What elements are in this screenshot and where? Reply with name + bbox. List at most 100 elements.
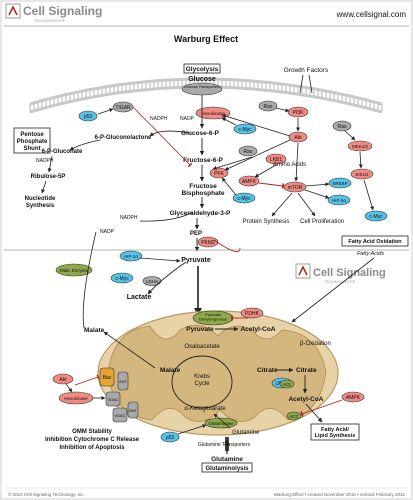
node-acl[interactable]: ACL bbox=[279, 379, 295, 389]
glutamine-transporters-label: Glutamine Transporters bbox=[198, 442, 251, 448]
mito-malate-label: Malate bbox=[160, 367, 181, 374]
svg-text:PI3K: PI3K bbox=[293, 110, 305, 116]
svg-text:SREBP: SREBP bbox=[332, 181, 347, 186]
node-hexokinase-lower[interactable]: Hexokinase bbox=[58, 391, 94, 405]
node-pdhk[interactable]: PDHK bbox=[240, 307, 264, 319]
arrow-akt-pfk bbox=[224, 139, 291, 171]
inhibit-akt-bax bbox=[74, 374, 100, 386]
node-akt-lower[interactable]: Akt bbox=[52, 373, 74, 385]
node-srebp[interactable]: SREBP bbox=[328, 177, 352, 189]
arrow-akt-mtor bbox=[294, 142, 299, 182]
node-mek[interactable]: MEK1/2 bbox=[347, 140, 373, 152]
node-cmyc-2[interactable]: c-Myc bbox=[232, 192, 256, 204]
svg-text:Ras: Ras bbox=[264, 104, 273, 110]
svg-text:Ras: Ras bbox=[244, 149, 253, 155]
node-cmyc-lower[interactable]: c-Myc bbox=[110, 272, 134, 284]
node-ras-1[interactable]: Ras bbox=[258, 100, 278, 112]
node-vdac-2[interactable]: VDAC bbox=[112, 407, 128, 423]
arrow-akt-hexokinase bbox=[221, 114, 291, 137]
svg-text:c-Myc: c-Myc bbox=[369, 214, 383, 220]
brand-name: Cell Signaling bbox=[23, 4, 102, 18]
brand-watermark-sub: TECHNOLOGY® bbox=[324, 279, 355, 284]
glutamine-inner-label: Glutamine bbox=[232, 430, 260, 436]
node-pkm2[interactable]: PKM2 bbox=[197, 236, 219, 248]
svg-text:p53: p53 bbox=[166, 435, 175, 441]
arrow-ras-mek bbox=[344, 130, 356, 141]
cytochrome-c-label: Inhibition Cytochrome C Release bbox=[45, 437, 140, 443]
krebs-cycle-ring bbox=[171, 355, 233, 409]
node-akt-top[interactable]: Akt bbox=[288, 131, 308, 143]
arrow-pg-r5p bbox=[47, 155, 53, 173]
svg-text:PFK: PFK bbox=[214, 171, 224, 177]
node-tigar[interactable]: TIGAR bbox=[112, 101, 134, 113]
node-acc[interactable]: ACC bbox=[286, 411, 302, 421]
website-url[interactable]: www.cellsignal.com bbox=[336, 10, 407, 19]
mitochondrion-inner bbox=[107, 324, 327, 422]
node-lkb1[interactable]: LKB1 bbox=[265, 153, 287, 165]
svg-text:LDHA: LDHA bbox=[146, 279, 158, 284]
arrow-cmyc-hexokinase bbox=[221, 117, 237, 126]
glucose-transporters-label: Glucose Transporters bbox=[184, 85, 220, 89]
node-pfk[interactable]: PFK bbox=[209, 167, 229, 179]
svg-text:Akt: Akt bbox=[294, 135, 302, 141]
node-bax[interactable]: Bax bbox=[99, 367, 115, 387]
g3p-label: Glyceraldehyde-3-P bbox=[170, 210, 231, 217]
arrow-lkb1-ampk bbox=[254, 164, 277, 178]
mito-pyruvate-label: Pyruvate bbox=[186, 326, 214, 333]
node-cmyc-3[interactable]: c-Myc bbox=[364, 210, 388, 222]
f6p-label: Fructose-6-P bbox=[183, 157, 223, 164]
svg-text:AMPK: AMPK bbox=[346, 395, 361, 401]
arrow-p53-glutaminase bbox=[177, 424, 207, 435]
svg-text:p53: p53 bbox=[84, 114, 93, 120]
gf-tick-2 bbox=[308, 74, 313, 94]
glutamine-outer-label: Glutamine bbox=[211, 456, 243, 463]
arrow-glutamine-akg bbox=[213, 413, 231, 429]
node-pi3k[interactable]: PI3K bbox=[287, 106, 309, 118]
node-ampk-top[interactable]: AMPK bbox=[238, 175, 260, 187]
inhibit-tigar-glycolysis bbox=[132, 106, 193, 168]
pep-label: PEP bbox=[190, 231, 202, 237]
node-p53-top[interactable]: p53 bbox=[78, 110, 98, 122]
arrow-g6p-pgl bbox=[149, 130, 191, 137]
svg-text:ANT: ANT bbox=[129, 408, 138, 413]
svg-text:LKB1: LKB1 bbox=[270, 157, 282, 163]
node-ant-2[interactable]: ANT bbox=[127, 401, 139, 419]
node-p53-lower[interactable]: p53 bbox=[160, 431, 180, 443]
node-glutaminase[interactable]: Glutaminase bbox=[204, 417, 238, 429]
pyruvate-label: Pyruvate bbox=[181, 257, 211, 264]
svg-text:ACC: ACC bbox=[289, 414, 299, 419]
fatty-acid-synthesis-label: Fatty Acid/Lipid Synthesis bbox=[315, 427, 356, 439]
oxaloacetate-label: Oxaloacetate bbox=[184, 344, 220, 350]
node-ras-3[interactable]: Ras bbox=[238, 145, 258, 157]
node-mtor[interactable]: mTOR bbox=[283, 181, 307, 193]
arrow-hif-pyruvate bbox=[139, 257, 181, 263]
svg-text:AMPK: AMPK bbox=[242, 179, 257, 185]
svg-text:VDAC: VDAC bbox=[107, 397, 118, 402]
node-cmyc-1[interactable]: c-Myc bbox=[233, 123, 257, 135]
node-erk[interactable]: Erk1/2 bbox=[350, 168, 374, 180]
node-ant-1[interactable]: ANT bbox=[117, 371, 129, 391]
glutaminolysis-box bbox=[201, 462, 253, 473]
arrow-mtor-protein bbox=[271, 192, 293, 217]
inhibit-ampk-acc bbox=[300, 399, 343, 417]
node-hif1a-top[interactable]: HIF-1α bbox=[327, 194, 351, 206]
arrow-fatty-acids-acetylcoa bbox=[291, 257, 375, 323]
apoptosis-label: Inhibition of Apoptosis bbox=[59, 445, 125, 451]
node-ras-2[interactable]: Ras bbox=[332, 120, 352, 132]
node-hexokinase[interactable]: Hexokinase bbox=[195, 106, 231, 120]
arrow-pyruvate-lactate bbox=[147, 261, 187, 295]
arrow-cmyc-pfk bbox=[221, 177, 237, 196]
svg-text:c-Myc: c-Myc bbox=[238, 127, 252, 133]
node-vdac-1[interactable]: VDAC bbox=[105, 391, 121, 407]
node-hif1a-lower[interactable]: HIF-1α bbox=[119, 250, 143, 262]
node-ampk-lower[interactable]: AMPK bbox=[341, 391, 365, 403]
svg-text:ANT: ANT bbox=[119, 379, 128, 384]
node-malic-enzyme[interactable]: Malic Enzyme bbox=[55, 263, 93, 277]
malate-cytosol-label: Malate bbox=[84, 327, 105, 334]
